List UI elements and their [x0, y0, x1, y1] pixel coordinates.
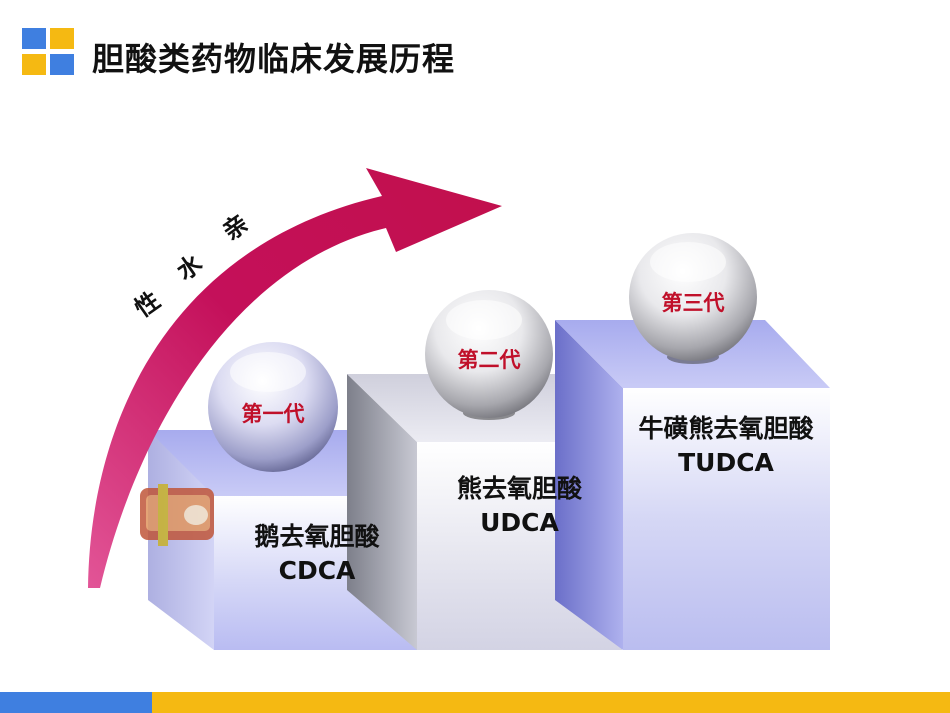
footer-bar-yellow [152, 692, 950, 713]
generation-3-label: 牛磺熊去氧胆酸 TUDCA [610, 412, 842, 480]
step-3-block [555, 320, 830, 650]
page-title: 胆酸类药物临床发展历程 [92, 40, 456, 78]
logo-squares [22, 28, 76, 76]
generation-1-abbr: CDCA [278, 556, 356, 585]
generation-1-badge: 第一代 [241, 402, 305, 426]
generation-2-label: 熊去氧胆酸 UDCA [417, 472, 622, 540]
logo-square-blue [22, 28, 46, 49]
generation-3-abbr: TUDCA [678, 448, 774, 477]
logo-square-yellow [22, 54, 46, 75]
generation-2-badge: 第二代 [457, 348, 521, 372]
generation-3-name: 牛磺熊去氧胆酸 [638, 414, 814, 443]
generation-2-abbr: UDCA [480, 508, 559, 537]
generation-1-label: 鹅去氧胆酸 CDCA [214, 520, 420, 588]
generation-1-ball [208, 342, 338, 472]
generation-3-ball [629, 233, 757, 364]
generation-2-ball [425, 290, 553, 420]
logo-square-yellow [50, 28, 74, 49]
generation-1-name: 鹅去氧胆酸 [254, 522, 380, 551]
generation-2-name: 熊去氧胆酸 [456, 474, 582, 503]
logo-square-blue [50, 54, 74, 75]
footer-bar [0, 692, 950, 713]
footer-bar-blue [0, 692, 152, 713]
generation-3-badge: 第三代 [661, 291, 725, 315]
bag-icon [140, 484, 214, 546]
hydrophilicity-arrow [88, 168, 502, 588]
